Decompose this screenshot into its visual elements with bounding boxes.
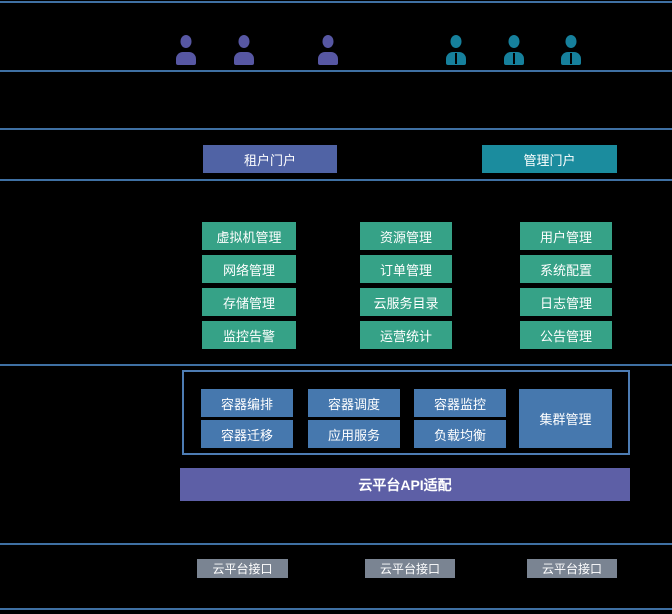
mgmt-node-stats[interactable]: 运营统计 (360, 321, 452, 349)
container-node-monitoring[interactable]: 容器监控 (414, 389, 506, 417)
separator-line (0, 1, 672, 3)
container-node-load-balance[interactable]: 负载均衡 (414, 420, 506, 448)
mgmt-node-system[interactable]: 系统配置 (520, 255, 612, 283)
admin-user-person-icon (504, 35, 524, 65)
cloud-interface-node[interactable]: 云平台接口 (197, 559, 288, 578)
separator-line (0, 364, 672, 366)
mgmt-node-vm[interactable]: 虚拟机管理 (202, 222, 296, 250)
admin-user-person-icon (446, 35, 466, 65)
container-node-orchestration[interactable]: 容器编排 (201, 389, 293, 417)
mgmt-node-order[interactable]: 订单管理 (360, 255, 452, 283)
separator-line (0, 128, 672, 130)
person-tie (570, 53, 572, 64)
cloud-interface-node[interactable]: 云平台接口 (365, 559, 455, 578)
container-node-migration[interactable]: 容器迁移 (201, 420, 293, 448)
cluster-management-node[interactable]: 集群管理 (519, 389, 612, 448)
person-body (234, 52, 254, 65)
mgmt-node-network[interactable]: 网络管理 (202, 255, 296, 283)
person-head (450, 35, 462, 48)
person-head (238, 35, 250, 48)
separator-line (0, 70, 672, 72)
mgmt-node-storage[interactable]: 存储管理 (202, 288, 296, 316)
person-tie (513, 53, 515, 64)
tenant-user-person-icon (318, 35, 338, 65)
separator-line (0, 608, 672, 610)
admin-user-person-icon (561, 35, 581, 65)
admin-portal-button[interactable]: 管理门户 (482, 145, 617, 173)
person-head (180, 35, 192, 48)
person-body (318, 52, 338, 65)
tenant-portal-button[interactable]: 租户门户 (203, 145, 337, 173)
mgmt-node-resource[interactable]: 资源管理 (360, 222, 452, 250)
person-head (322, 35, 334, 48)
mgmt-node-log[interactable]: 日志管理 (520, 288, 612, 316)
separator-line (0, 179, 672, 181)
cloud-interface-node[interactable]: 云平台接口 (527, 559, 617, 578)
person-body (176, 52, 196, 65)
mgmt-node-catalog[interactable]: 云服务目录 (360, 288, 452, 316)
person-head (508, 35, 520, 48)
container-node-scheduling[interactable]: 容器调度 (308, 389, 400, 417)
separator-line (0, 543, 672, 545)
tenant-user-person-icon (176, 35, 196, 65)
tenant-user-person-icon (234, 35, 254, 65)
person-tie (455, 53, 457, 64)
mgmt-node-notice[interactable]: 公告管理 (520, 321, 612, 349)
api-adapter-bar[interactable]: 云平台API适配 (180, 468, 630, 501)
container-platform-box (182, 370, 630, 455)
person-head (565, 35, 577, 48)
container-node-app-service[interactable]: 应用服务 (308, 420, 400, 448)
mgmt-node-monitor[interactable]: 监控告警 (202, 321, 296, 349)
mgmt-node-user[interactable]: 用户管理 (520, 222, 612, 250)
